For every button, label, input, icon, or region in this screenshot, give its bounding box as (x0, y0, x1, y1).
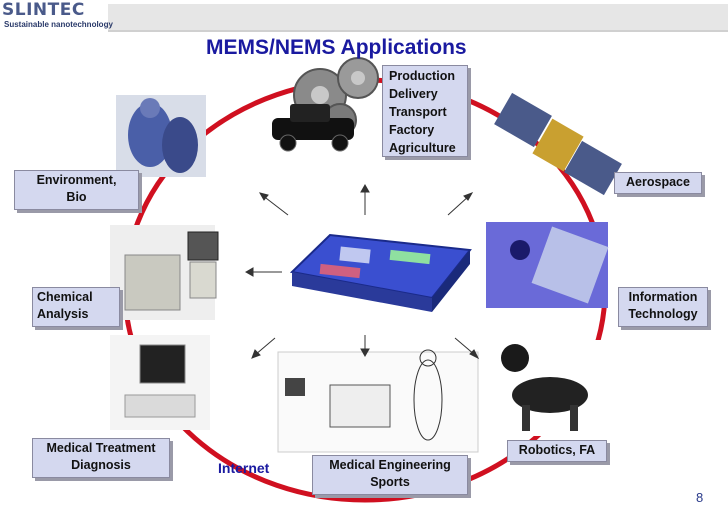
page-title: MEMS/NEMS Applications (206, 36, 467, 59)
environment-image (116, 95, 206, 177)
page-number: 8 (696, 490, 704, 505)
label-information-technology: Information Technology (618, 287, 708, 327)
label-aerospace: Aerospace (614, 172, 702, 194)
satellite-image (494, 92, 622, 196)
label-chemical-analysis: Chemical Analysis (32, 287, 120, 327)
logo-tagline: Sustainable nanotechnology (4, 20, 113, 29)
label-production: Production Delivery Transport Factory Ag… (382, 65, 468, 157)
phone-image (486, 222, 609, 308)
logo-text: SLINTEC (2, 0, 85, 20)
label-environment: Environment, Bio (14, 170, 139, 210)
chemical-analyzer-image (110, 225, 219, 320)
arrows (244, 183, 480, 360)
logo: SLINTEC Sustainable nanotechnology (2, 0, 113, 30)
label-medical-treatment: Medical Treatment Diagnosis (32, 438, 170, 478)
car-image (272, 104, 354, 152)
ultrasound-image (110, 335, 210, 430)
medical-engineering-diagram (277, 349, 479, 453)
label-medical-engineering: Medical Engineering Sports (312, 455, 468, 495)
label-robotics: Robotics, FA (507, 440, 607, 462)
mems-chip-image (289, 233, 472, 312)
label-internet: Internet (218, 460, 270, 476)
robot-dog-image (490, 340, 608, 436)
top-bar (108, 4, 728, 32)
